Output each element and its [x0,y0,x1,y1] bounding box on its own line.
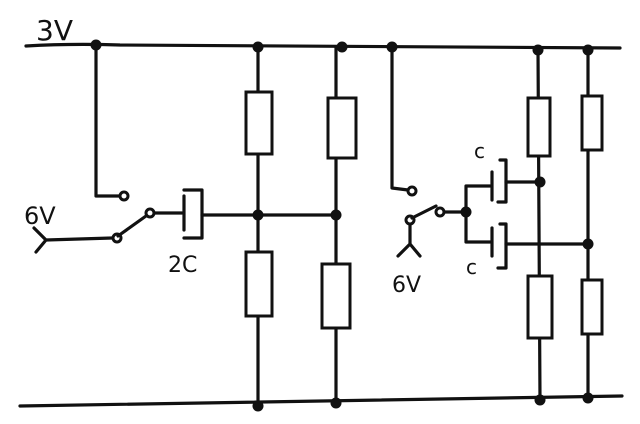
right-switch-top-contact [406,185,418,197]
junction-top-right-switch [386,41,398,53]
right-switch-blade [410,204,438,220]
right-resistor-1-top [526,96,552,158]
left-switch-blade [116,214,148,238]
right-bottom-capacitor-label: c [466,255,477,279]
left-capacitor-label: 2C [168,253,197,278]
left-resistor-2-top [326,96,358,160]
bottom-ground-rail [18,394,624,408]
junction-right-mid-1 [534,176,546,188]
junction-bottom-right-branch-1 [534,394,546,406]
left-capacitor-plate-2 [182,188,204,240]
junction-right-mid-2 [582,238,594,250]
left-switch-top-contact [118,190,130,202]
junction-top-right-branch-2 [582,44,594,56]
junction-top-left-branch-2 [336,41,348,53]
supply-voltage-label: 3V [36,14,73,47]
junction-left-mid-1 [252,209,264,221]
right-resistor-1-bottom [526,274,554,340]
junction-right-fork [460,206,472,218]
right-switch-top-lead [390,45,410,192]
junction-left-mid-2 [330,209,342,221]
left-input-voltage-label: 6V [24,202,56,230]
right-input-arrow [396,222,422,258]
junction-top-right-branch-1 [532,44,544,56]
junction-bottom-left-branch-2 [330,397,342,409]
right-bottom-capacitor-plate-2 [496,222,508,270]
left-switch-top-lead [94,43,122,198]
junction-bottom-left-branch-1 [252,400,264,412]
left-resistor-1-top [244,90,274,156]
right-resistor-2-top [580,94,604,152]
junction-bottom-right-branch-2 [582,392,594,404]
junction-top-left-switch [90,39,102,51]
left-resistor-1-bottom [244,250,274,318]
right-top-capacitor-label: c [474,139,485,163]
junction-top-left-branch-1 [252,41,264,53]
right-resistor-2-bottom [580,278,604,336]
left-resistor-2-bottom [320,262,352,330]
top-supply-rail [24,42,622,50]
left-input-arrow [32,226,114,254]
right-input-voltage-label: 6V [392,273,421,298]
